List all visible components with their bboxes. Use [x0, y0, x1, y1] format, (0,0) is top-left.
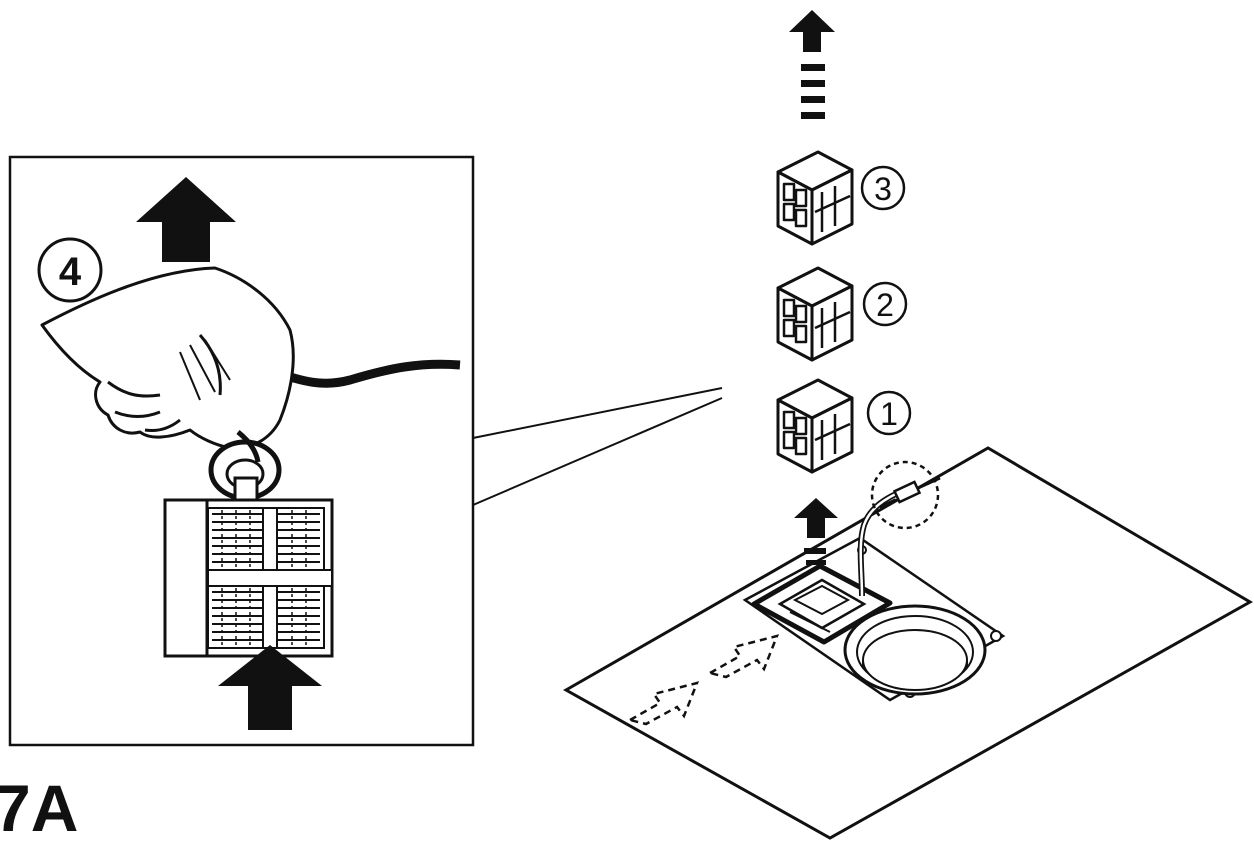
- step-4-marker: 4: [37, 237, 103, 303]
- step-1-label: 1: [880, 396, 898, 432]
- duct-opening: [843, 604, 987, 696]
- step-1-marker: 1: [866, 390, 912, 436]
- connector-detail: [870, 460, 941, 530]
- step-2-label: 2: [876, 287, 894, 323]
- grease-filter-icon: [163, 498, 334, 658]
- filter-3-icon: [776, 150, 854, 246]
- step-3-label: 3: [874, 171, 892, 207]
- hand-icon: [40, 266, 295, 450]
- filter-2-icon: [776, 266, 854, 362]
- figure-label: 7A: [0, 771, 79, 845]
- stack-up-arrow-icon: [789, 10, 835, 119]
- filter-1-icon: [776, 378, 854, 474]
- step-2-marker: 2: [862, 281, 908, 327]
- hood-panel-icon: [562, 446, 1254, 840]
- housing-up-arrow-icon: [794, 498, 838, 565]
- step-4-label: 4: [59, 250, 82, 294]
- callout-lines: [472, 387, 723, 506]
- step-3-marker: 3: [860, 165, 906, 211]
- filter-housing: [751, 563, 893, 645]
- inset-push-arrow-icon: [218, 645, 322, 730]
- power-cable: [266, 359, 461, 388]
- slide-direction-arrows: [626, 634, 780, 726]
- detail-inset: 4: [8, 155, 475, 747]
